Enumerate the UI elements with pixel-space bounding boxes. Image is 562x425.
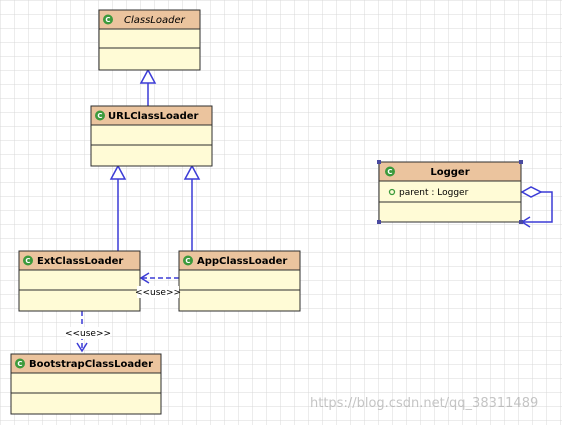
class-badge-letter: C (105, 16, 110, 24)
class-badge-letter: C (97, 112, 102, 120)
selection-handle[interactable] (519, 160, 523, 164)
class-appclassloader[interactable]: C AppClassLoader (178, 250, 301, 312)
class-logger[interactable]: C Logger parent : Logger (377, 160, 523, 224)
use-label: <<use>> (65, 329, 111, 339)
use-label: <<use>> (135, 288, 181, 298)
class-name: ClassLoader (124, 15, 186, 26)
selection-handle[interactable] (377, 220, 381, 224)
class-name: URLClassLoader (108, 111, 199, 122)
class-extclassloader[interactable]: C ExtClassLoader (18, 250, 141, 312)
watermark: https://blog.csdn.net/qq_38311489 (310, 396, 539, 411)
class-name: Logger (430, 167, 469, 178)
class-badge-letter: C (185, 257, 190, 265)
class-badge-icon (385, 166, 395, 177)
class-classloader[interactable]: C ClassLoader (98, 9, 201, 71)
generalization-urlclassloader-classloader (139, 68, 157, 106)
generalization-appclassloader-urlclassloader (183, 164, 201, 251)
dependency-appclassloader-extclassloader (139, 272, 179, 284)
class-badge-icon (103, 14, 113, 25)
selection-handle[interactable] (377, 160, 381, 164)
class-name: AppClassLoader (197, 256, 287, 267)
label-background (66, 327, 110, 339)
class-badge-icon (95, 110, 105, 121)
class-name: ExtClassLoader (37, 256, 123, 267)
class-badge-letter: C (25, 257, 30, 265)
class-badge-icon (183, 255, 193, 266)
class-badge-letter: C (387, 168, 392, 176)
class-badge-icon (23, 255, 33, 266)
class-badge-letter: C (17, 360, 22, 368)
class-attribute: parent : Logger (399, 188, 469, 198)
label-background (137, 286, 179, 298)
class-badge-icon (15, 358, 25, 369)
generalization-extclassloader-urlclassloader (109, 164, 127, 251)
selection-handle[interactable] (519, 220, 523, 224)
class-urlclassloader[interactable]: C URLClassLoader (90, 105, 213, 167)
class-name: BootstrapClassLoader (29, 359, 153, 370)
field-visibility-icon (388, 188, 396, 196)
class-bootstrapclassloader[interactable]: C BootstrapClassLoader (10, 353, 162, 415)
aggregation-logger-self (520, 186, 553, 228)
